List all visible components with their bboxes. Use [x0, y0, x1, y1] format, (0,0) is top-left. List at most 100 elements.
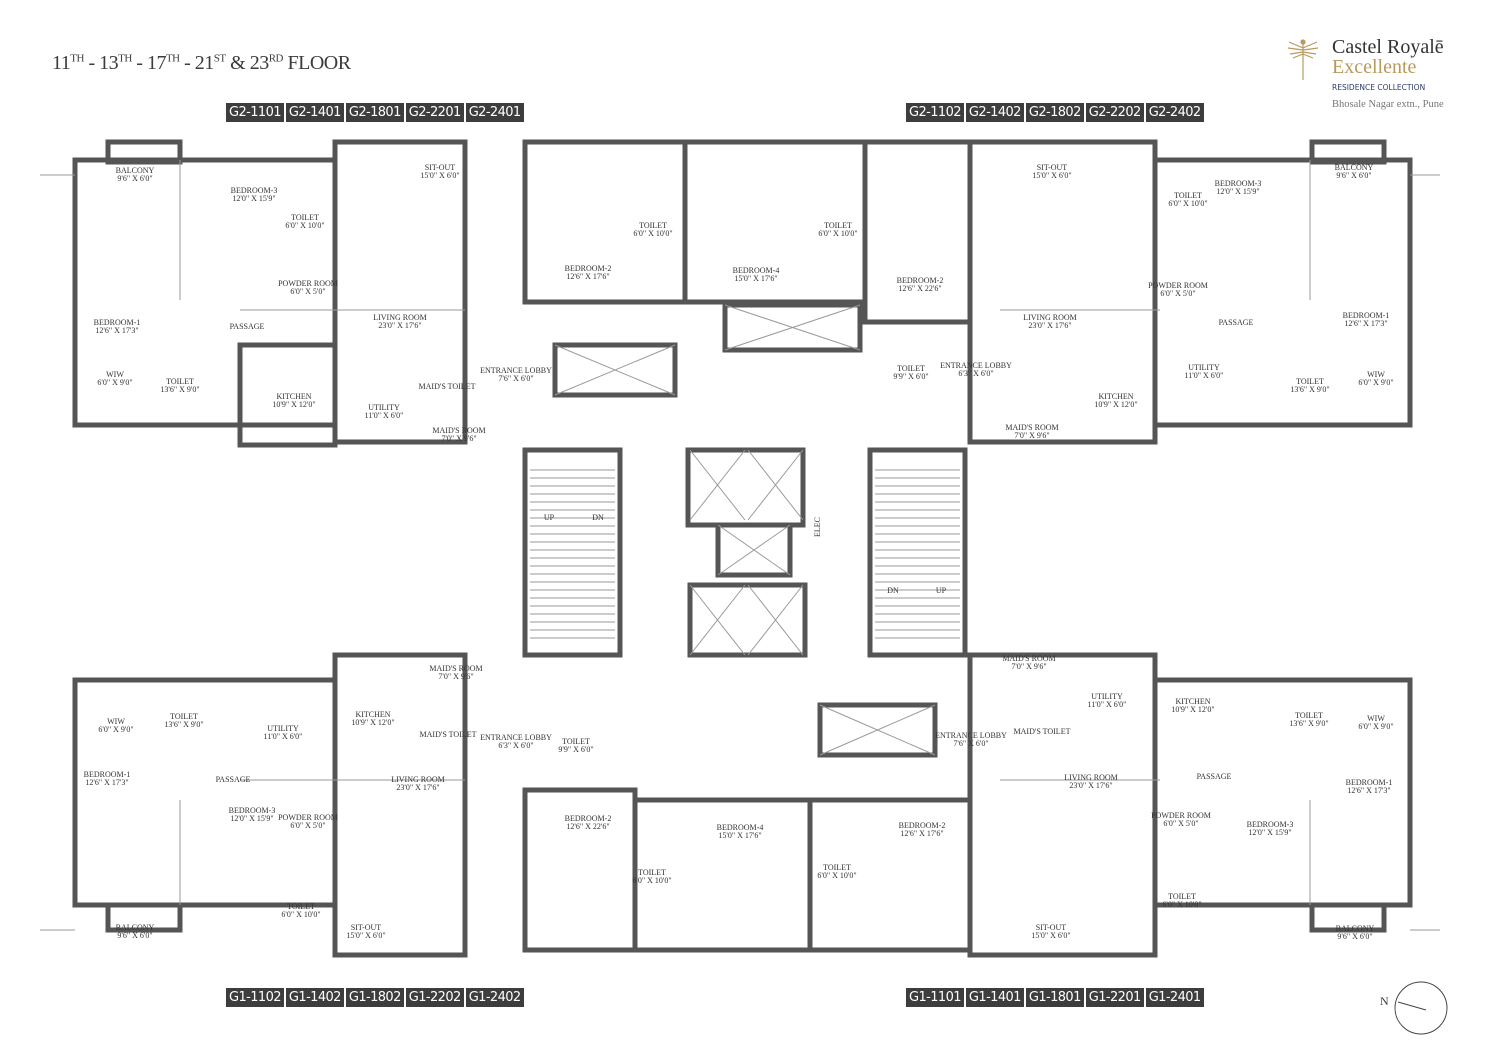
room-name: BEDROOM-2 — [896, 276, 944, 285]
room-dimensions: 15'0" X 17'6" — [718, 831, 762, 840]
room-dimensions: 6'0" X 10'0" — [285, 221, 325, 230]
room-dimensions: 23'0" X 17'6" — [378, 321, 422, 330]
unit-badge: G1-1401 — [965, 988, 1024, 1007]
room-name: UTILITY — [1091, 692, 1123, 701]
walls — [72, 139, 1413, 958]
room-name: ENTRANCE LOBBY — [940, 361, 1012, 370]
room-dimensions: 12'0" X 15'9" — [1216, 187, 1260, 196]
room-name: PASSAGE — [229, 322, 265, 331]
room-dimensions: 9'6" X 6'0" — [117, 174, 153, 183]
room-name: WIW — [1367, 714, 1385, 723]
room-name: UTILITY — [1188, 363, 1220, 372]
title-number: 11 — [52, 52, 71, 74]
room-name: UP — [935, 586, 947, 595]
shaft-cross — [689, 584, 746, 656]
room-dimensions: 23'0" X 17'6" — [396, 783, 440, 792]
room-dimensions: 12'6" X 17'3" — [95, 326, 139, 335]
room-name: WIW — [1367, 370, 1385, 379]
room-dimensions: 6'0" X 5'0" — [290, 821, 326, 830]
title-suffix: TH — [70, 52, 84, 65]
wall-balcony — [105, 139, 183, 165]
room-label: MAID'S TOILET — [419, 383, 476, 391]
room-name: KITCHEN — [1175, 697, 1211, 706]
wall-lift — [687, 582, 808, 658]
room-dimensions: 6'0" X 5'0" — [1163, 819, 1199, 828]
room-dimensions: 7'0" X 9'6" — [438, 672, 474, 681]
wall-kitchen — [237, 342, 338, 448]
room-name: TOILET — [287, 902, 315, 911]
room-dimensions: 6'3" X 6'0" — [958, 369, 994, 378]
unit-badge: G2-2402 — [1145, 103, 1204, 122]
shaft-cross — [689, 449, 746, 521]
room-dimensions: 12'0" X 15'9" — [230, 814, 274, 823]
room-dimensions: 11'0" X 6'0" — [1087, 700, 1127, 709]
room-dimensions: 10'9" X 12'0" — [272, 400, 316, 409]
title-suffix: TH — [165, 52, 180, 65]
room-label: PASSAGE — [1197, 773, 1232, 781]
logo-name: Castel Royalē — [1332, 36, 1444, 58]
room-name: LIVING ROOM — [391, 775, 445, 784]
wall-shaft — [817, 702, 938, 758]
unit-badge: G2-2202 — [1085, 103, 1144, 122]
wall-bedroom2b — [862, 139, 973, 325]
room-name: TOILET — [562, 737, 590, 746]
room-name: BEDROOM-4 — [716, 823, 764, 832]
room-name: MAID'S TOILET — [1013, 727, 1071, 736]
room-dimensions: 13'6" X 9'0" — [160, 385, 200, 394]
room-name: POWDER ROOM — [1151, 811, 1211, 820]
room-label: PASSAGE — [1219, 319, 1254, 327]
room-name: BEDROOM-1 — [83, 770, 131, 779]
wall-bottom-right-bedrooms — [1152, 677, 1413, 908]
room-name: BALCONY — [1335, 924, 1375, 933]
room-name: SIT-OUT — [350, 923, 382, 932]
room-dimensions: 9'9" X 6'0" — [893, 372, 929, 381]
room-dimensions: 12'0" X 15'9" — [232, 194, 276, 203]
room-dimensions: 6'0" X 9'0" — [97, 378, 133, 387]
room-dimensions: 9'6" X 6'0" — [1336, 171, 1372, 180]
room-dimensions: 6'3" X 6'0" — [498, 741, 534, 750]
room-name: BALCONY — [115, 923, 155, 932]
logo-tagline: RESIDENCE COLLECTION — [1332, 83, 1426, 92]
room-dimensions: 9'6" X 6'0" — [1337, 932, 1373, 941]
room-name: BEDROOM-2 — [898, 821, 946, 830]
room-dimensions: 12'6" X 17'6" — [900, 829, 944, 838]
room-dimensions: 12'6" X 22'6" — [898, 284, 942, 293]
room-dimensions: 12'6" X 17'3" — [1347, 786, 1391, 795]
room-dimensions: 23'0" X 17'6" — [1028, 321, 1072, 330]
room-name: ENTRANCE LOBBY — [935, 731, 1007, 740]
title-number: 13 — [99, 52, 119, 74]
room-name: BEDROOM-1 — [1342, 311, 1390, 320]
room-name: TOILET — [1296, 377, 1324, 386]
room-dimensions: 6'0" X 10'0" — [818, 229, 858, 238]
wall-bottom-left-living — [332, 652, 468, 958]
room-name: MAID'S ROOM — [429, 664, 483, 673]
room-dimensions: 13'6" X 9'0" — [1289, 719, 1329, 728]
wall-shaft — [552, 342, 678, 398]
page-title: 11TH - 13TH - 17TH - 21ST & 23RD FLOOR — [52, 52, 351, 75]
